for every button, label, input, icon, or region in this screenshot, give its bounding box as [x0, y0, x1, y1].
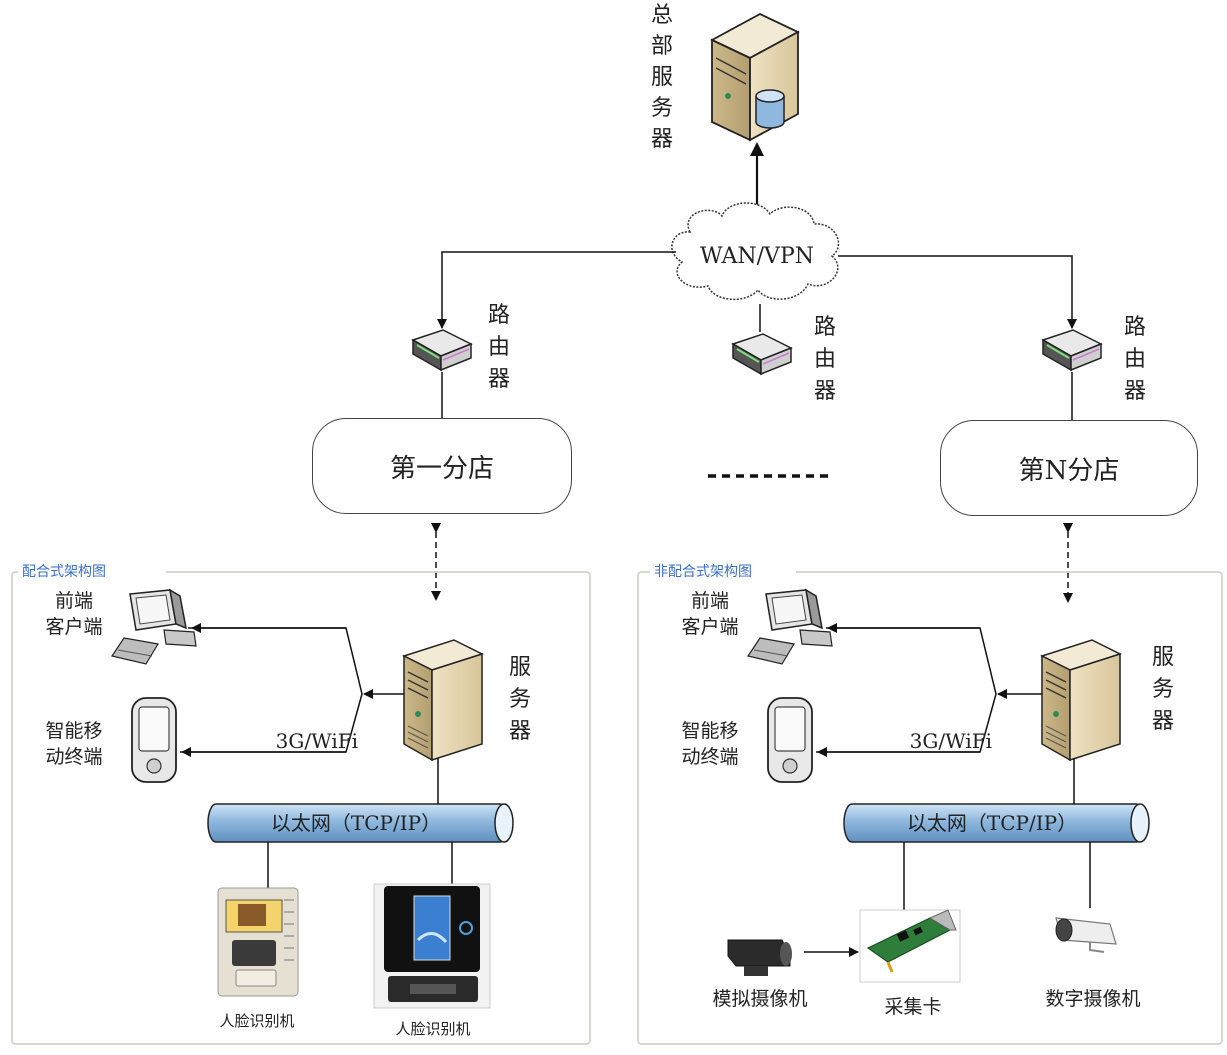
wan-to-router3-arrow [838, 255, 1077, 329]
wan-to-router1-arrow [437, 251, 676, 329]
right-panel-title: 非配合式架构图 [650, 561, 756, 581]
ethernet-bus [207, 803, 514, 843]
left-link-label: 3G/WiFi [276, 729, 358, 753]
front-client-label: 前端 客户端 [681, 590, 739, 638]
store-first-label: 第一分店 [389, 453, 494, 484]
mobile-device-icon [767, 697, 813, 783]
router-icon [1042, 329, 1102, 371]
wan-cloud-icon [671, 202, 840, 301]
router-icon [412, 329, 472, 371]
mobile-device-icon [131, 697, 177, 783]
mobile-terminal-label: 智能移 动终端 [681, 720, 739, 768]
hq-server-label: 总部服务器 [650, 3, 673, 152]
digital-camera-label: 数字摄像机 [1045, 988, 1141, 1010]
server-icon [403, 639, 483, 761]
capture-card-label: 采集卡 [884, 996, 942, 1018]
right-link-label: 3G/WiFi [910, 729, 992, 753]
capture-card-icon [859, 909, 961, 983]
server-label: 服务器 [1151, 645, 1174, 734]
server-icon [1041, 639, 1121, 761]
digital-camera-icon [1055, 917, 1117, 953]
analog-camera-icon [727, 939, 792, 976]
server-label: 服务器 [508, 655, 531, 744]
left-panel-title: 配合式架构图 [18, 561, 110, 581]
router-label: 路由器 [1123, 315, 1146, 404]
face-recognition-terminal-icon [217, 887, 299, 997]
store-nth-box: 第N分店 [940, 420, 1198, 516]
store-nth-label: 第N分店 [1018, 455, 1120, 486]
analog-camera-label: 模拟摄像机 [712, 988, 808, 1010]
right-panel-frame [637, 571, 1223, 1045]
left-ethernet-label: 以太网（TCP/IP） [271, 811, 441, 835]
ethernet-bus [843, 803, 1150, 843]
face-recognition-terminal-icon [373, 883, 491, 1009]
front-client-label: 前端 客户端 [45, 590, 103, 638]
right-ethernet-label: 以太网（TCP/IP） [907, 811, 1077, 835]
hq-server-icon [710, 12, 800, 142]
desktop-pc-icon [111, 589, 197, 665]
router-icon [732, 333, 792, 375]
mobile-terminal-label: 智能移 动终端 [45, 720, 103, 768]
wan-label: WAN/VPN [700, 244, 814, 269]
router-label: 路由器 [487, 303, 510, 392]
router-label: 路由器 [813, 315, 836, 404]
face-terminal-label: 人脸识别机 [219, 1012, 295, 1030]
desktop-pc-icon [747, 589, 833, 665]
face-terminal-label: 人脸识别机 [395, 1020, 471, 1038]
store-first-box: 第一分店 [312, 418, 572, 514]
